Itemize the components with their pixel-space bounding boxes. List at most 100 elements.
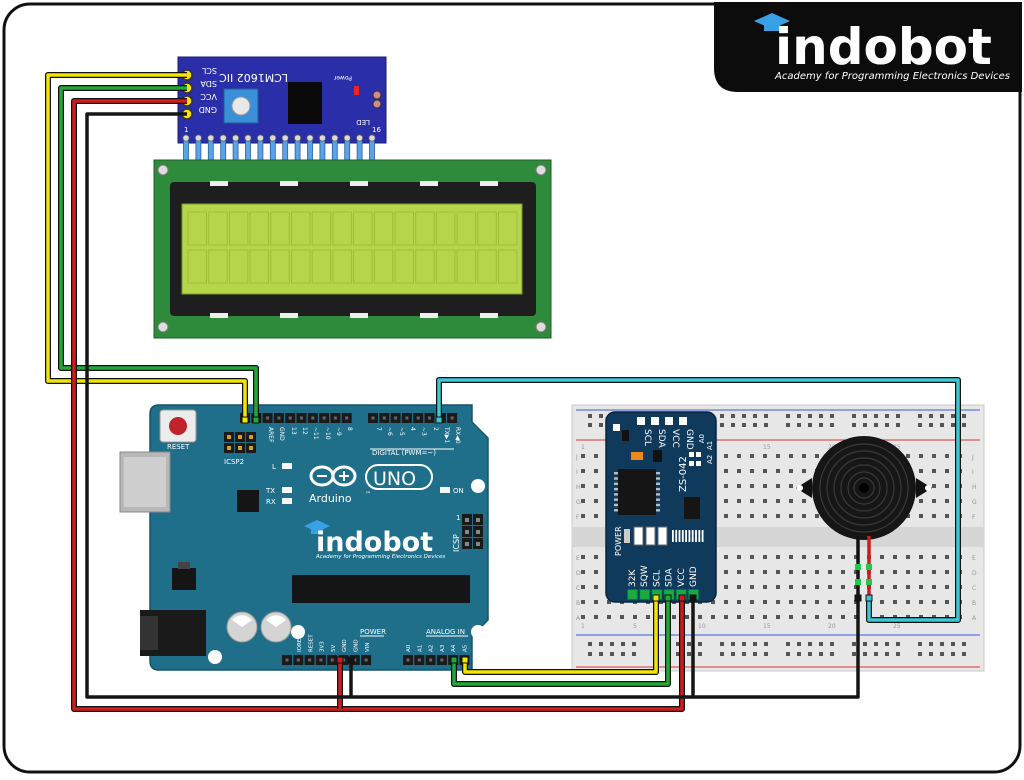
wire-buzzer-cyan-core [437,378,960,622]
contrast-potentiometer [223,88,259,124]
row-letter-left: E [576,555,580,562]
lcd-header-pins [182,134,376,167]
digital-pin-header [240,413,458,423]
row-letter-left: A [576,615,581,622]
atmega328-chip [292,575,470,603]
column-number-bottom: 15 [763,623,771,630]
rtc-addr-a1: A1 [706,441,714,450]
digital-pin-label: ~3 [420,427,427,436]
analog-in-label: ANALOG IN [426,628,465,636]
rtc-top-pin-vcc: VCC [670,429,680,448]
lcd-module-chip-label: LCM1602 IIC [219,71,288,84]
power-pin-label: VIN [365,643,371,653]
digital-label: DIGITAL (PWM=~) [372,449,436,457]
icsp-pin-1: 1 [456,514,460,522]
lcd-16x2-display [153,159,552,339]
row-letter-left: B [576,600,580,607]
rtc-bottom-pin-label: 32K [628,569,638,587]
i2c-pin-label-sda: SDA [200,79,217,88]
digital-pin-label: ~6 [386,427,393,436]
pin-16-label: 16 [372,126,381,134]
rtc-bottom-pin-label: SDA [665,568,675,587]
i2c-pin-label-scl: SCL [201,66,217,75]
rtc-bottom-pin-label: SCL [652,570,662,587]
led-l [282,463,292,469]
rtc-addr-a0: A0 [698,434,706,443]
analog-pin-label: A4 [451,644,457,652]
arduino-brand-text: Arduino [309,492,352,505]
uno-label: UNO [373,468,416,490]
led-jumper [372,90,382,109]
row-letter-left: J [575,454,578,461]
rtc-bottom-pin [639,589,650,600]
column-number-bottom: 20 [828,623,836,630]
analog-pin-label: A5 [463,644,469,652]
board-brand-tagline: Academy for Programming Electronics Devi… [315,554,445,560]
power-section-label: POWER [360,628,386,636]
power-pin-label: RESET [308,634,314,652]
row-letter-left: H [576,484,581,491]
ds3231-chip [618,469,656,515]
arduino-tm: ™ [365,491,371,498]
digital-pin-label: 4 [409,427,416,431]
icsp-label: ICSP [452,534,461,552]
pin-1-label: 1 [184,126,188,134]
row-letter-left: G [576,499,581,506]
reset-label: RESET [167,443,190,451]
row-letter-left: F [576,514,580,521]
digital-pin-label: RX◀0 [454,427,461,444]
row-letter-right: F [972,514,976,521]
row-letter-right: D [972,570,977,577]
brand-banner: indobot Academy for Programming Electron… [714,2,1022,92]
column-number-bottom: 25 [893,623,901,630]
row-letter-right: B [972,600,976,607]
rtc-bottom-pin-label: GND [689,566,699,587]
power-pin-label: 5V [331,645,337,652]
digital-pin-label: ~10 [324,427,331,440]
power-label: Power [333,74,352,81]
led-rx-label: RX [266,498,276,506]
rtc-bottom-pin [627,589,638,600]
row-letter-right: E [972,555,976,562]
rtc-top-pin-scl: SCL [642,429,652,446]
board-brand-name: indobot [316,527,433,558]
capacitors [226,611,292,643]
rtc-module: SCL SDA VCC GND A0 A1 A2 ZS-042 POWER 32… [605,411,717,603]
row-letter-right: J [971,454,974,461]
reset-button-cap[interactable] [169,417,187,435]
row-letter-right: G [972,499,977,506]
analog-pin-label: A1 [417,645,423,652]
wire-gnd-black [85,112,860,699]
rtc-bottom-pin-label: SQW [640,565,650,587]
i2c-pin-label-vcc: VCC [200,92,217,101]
rtc-top-pin-sda: SDA [656,429,666,448]
icsp-header [462,514,483,549]
row-letter-right: A [972,615,977,622]
led-tx-label: TX [265,487,275,495]
i2c-pin-label-gnd: GND [199,105,217,114]
digital-pin-label: 7 [375,427,382,431]
column-number-bottom: 1 [581,623,585,630]
lcd-screen [181,203,523,295]
graduation-cap-icon [304,520,330,534]
led-rx [282,498,292,504]
digital-pin-label: AREF [267,427,274,443]
rtc-top-pin-gnd: GND [684,429,694,450]
power-pin-label: 3V3 [320,641,326,652]
analog-pin-label: A0 [406,644,412,652]
digital-pin-label: 13 [290,427,297,435]
lcd-character-grid [187,211,518,284]
piezo-buzzer [796,436,932,562]
digital-pin-label: GND [278,427,285,441]
wire-scl-lcd-yellow-core [46,73,247,420]
power-pin-label: GND [354,639,360,652]
digital-pin-label: ~9 [335,427,342,436]
